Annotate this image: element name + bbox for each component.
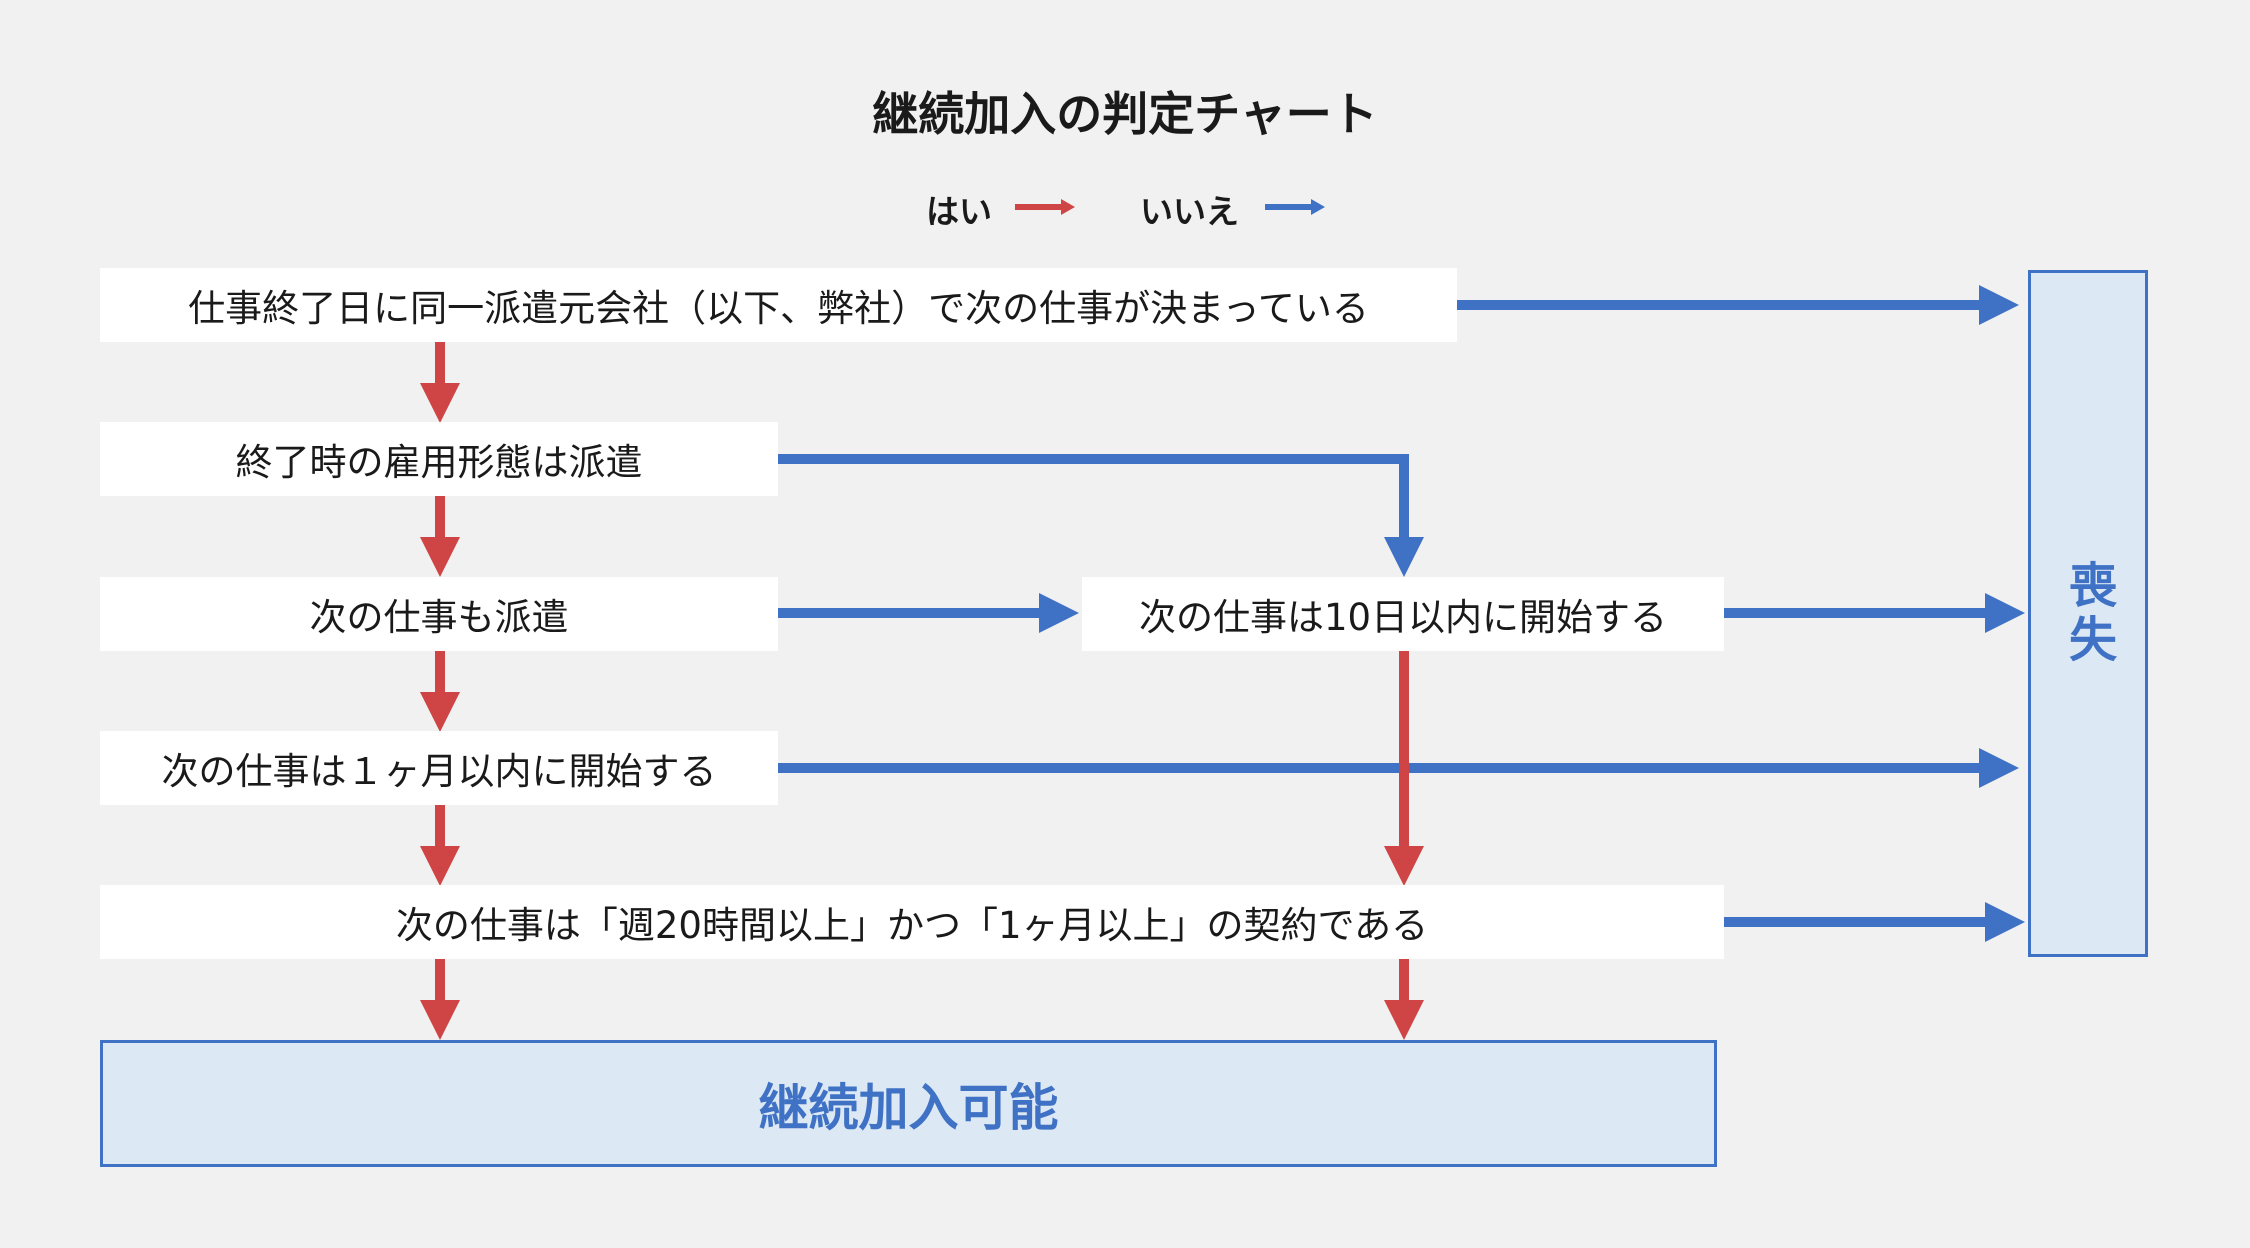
- no-connectors: [778, 285, 2026, 942]
- legend-no-arrow: [1265, 199, 1325, 215]
- result-lose: 喪失: [2028, 270, 2148, 957]
- question-node-3: 次の仕事も派遣: [100, 577, 778, 651]
- yes-connectors: [420, 342, 1424, 1041]
- q2-no-arrow: [778, 454, 1424, 578]
- question-node-1: 仕事終了日に同一派遣元会社（以下、弊社）で次の仕事が決まっている: [100, 268, 1457, 342]
- question-node-4: 次の仕事は１ヶ月以内に開始する: [100, 731, 778, 805]
- legend-yes-arrow: [1015, 199, 1075, 215]
- chart-title: 継続加入の判定チャート: [872, 87, 1378, 141]
- result-continue: 継続加入可能: [100, 1040, 1717, 1167]
- question-node-2: 終了時の雇用形態は派遣: [100, 422, 778, 496]
- legend-yes-label: はい: [926, 192, 992, 231]
- question-node-3b: 次の仕事は10日以内に開始する: [1082, 577, 1724, 651]
- legend-no-label: いいえ: [1140, 192, 1239, 231]
- question-node-5: 次の仕事は「週20時間以上」かつ「1ヶ月以上」の契約である: [100, 885, 1724, 959]
